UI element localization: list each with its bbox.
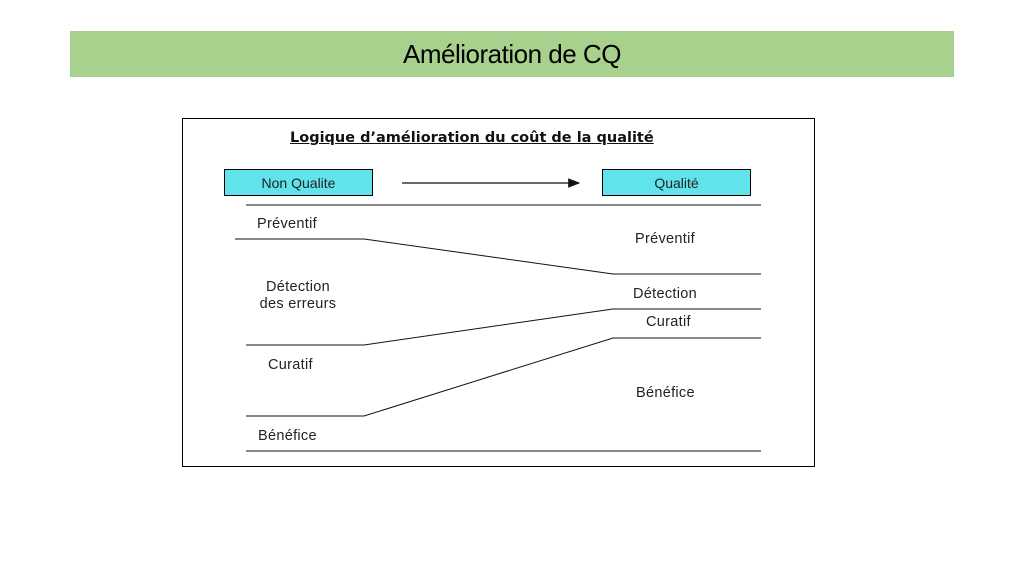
right-label-benefice: Bénéfice — [636, 385, 695, 401]
preventif-boundary — [235, 238, 761, 275]
non-qualite-box: Non Qualite — [224, 169, 373, 196]
left-label-detection-line1: Détection — [266, 279, 330, 295]
left-label-detection-line2: des erreurs — [259, 296, 337, 312]
left-label-preventif: Préventif — [257, 216, 317, 232]
left-label-benefice: Bénéfice — [258, 428, 317, 444]
diagram-lines — [235, 178, 761, 452]
detection-boundary — [246, 308, 761, 346]
left-label-curatif: Curatif — [268, 357, 313, 373]
cost-of-quality-diagram: Logique d’amélioration du coût de la qua… — [182, 118, 815, 467]
right-label-preventif: Préventif — [635, 231, 695, 247]
qualite-box: Qualité — [602, 169, 751, 196]
slide-title-bar: Amélioration de CQ — [70, 31, 954, 77]
right-label-detection: Détection — [633, 286, 697, 302]
left-label-detection: Détection des erreurs — [243, 279, 353, 313]
right-label-curatif: Curatif — [646, 314, 691, 330]
slide-title: Amélioration de CQ — [403, 38, 621, 69]
diagram-heading: Logique d’amélioration du coût de la qua… — [290, 130, 654, 146]
curatif-boundary — [246, 337, 761, 417]
